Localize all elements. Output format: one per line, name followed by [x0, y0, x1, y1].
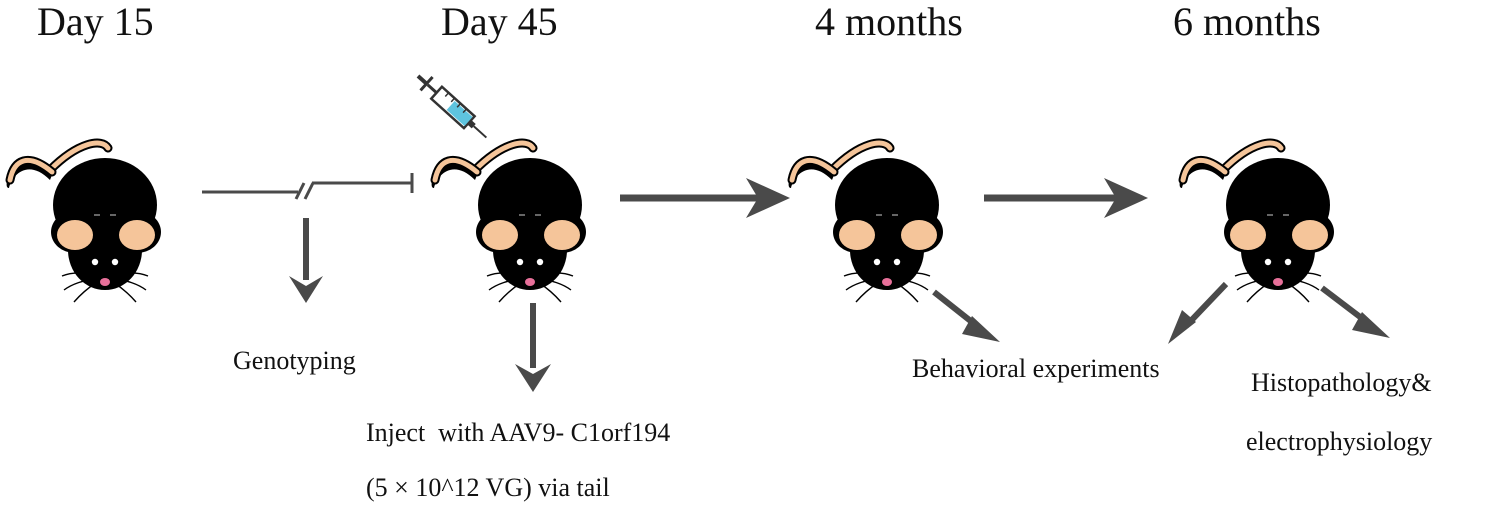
timepoint-label-day15: Day 15	[37, 0, 154, 44]
inject-label-line2: (5 × 10^12 VG) via tail	[366, 473, 610, 502]
arrow-icon-genotyping	[289, 218, 323, 303]
electrophysiology-label: electrophysiology	[1246, 427, 1433, 456]
mouse-icon-day15	[7, 143, 161, 302]
mouse-icon-day45	[432, 143, 586, 302]
arrow-icon-behavioral	[932, 289, 1000, 342]
genotyping-label: Genotyping	[233, 346, 356, 375]
timepoint-label-day45: Day 45	[441, 0, 558, 44]
break-connector	[202, 173, 414, 200]
behavioral-label: Behavioral experiments	[912, 354, 1160, 383]
syringe-icon	[416, 74, 488, 139]
arrow-icon-4months-to-6months	[984, 178, 1148, 218]
mouse-icon-6months	[1180, 143, 1334, 302]
mouse-icon-4months	[789, 143, 943, 302]
arrow-icon-histopathology	[1320, 285, 1390, 338]
histopathology-label: Histopathology&	[1251, 368, 1432, 397]
arrow-icon-inject	[515, 303, 551, 392]
timepoint-label-4months: 4 months	[815, 0, 963, 44]
arrow-icon-day45-to-4months	[620, 178, 790, 218]
timepoint-label-6months: 6 months	[1173, 0, 1321, 44]
arrow-icon-6months-behavioral	[1168, 281, 1229, 344]
inject-label-line1: Inject with AAV9- C1orf194	[366, 418, 671, 447]
